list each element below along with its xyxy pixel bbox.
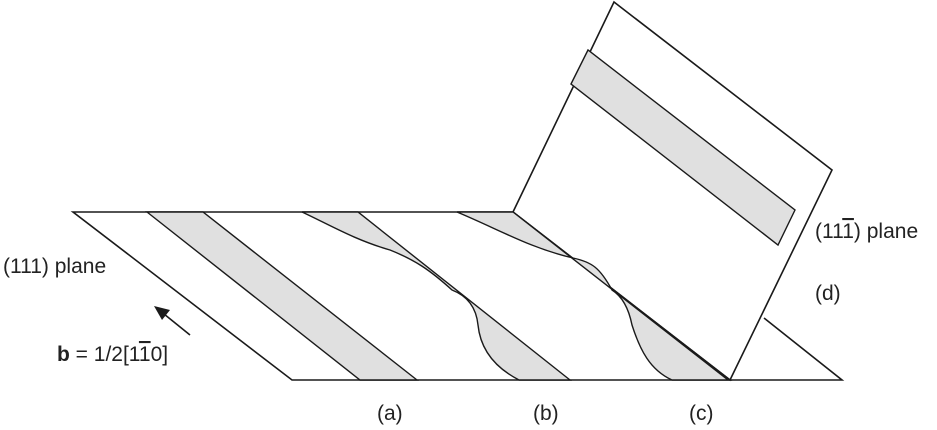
dislocation-ribbon-b: [301, 211, 573, 381]
label-b: (b): [533, 402, 559, 425]
plane-111-outline: [70, 211, 733, 381]
plane-11bar1-outline: [511, 0, 834, 382]
label-plane-111: (111) plane: [3, 255, 106, 278]
plane-111-back-edge: [730, 317, 845, 381]
label-burgers-vector: b = 1/2[110]: [57, 343, 168, 366]
dislocation-ribbon-a: [144, 211, 420, 381]
dislocation-ribbon-c: [456, 211, 731, 381]
label-c: (c): [689, 402, 714, 425]
burgers-vector-arrow: [163, 313, 191, 336]
label-d: (d): [815, 282, 841, 305]
label-a: (a): [377, 402, 403, 425]
dislocation-ribbon-d: [570, 48, 796, 247]
label-plane-11bar1: (111) plane: [815, 220, 918, 243]
burgers-vector-arrowhead: [154, 306, 170, 320]
